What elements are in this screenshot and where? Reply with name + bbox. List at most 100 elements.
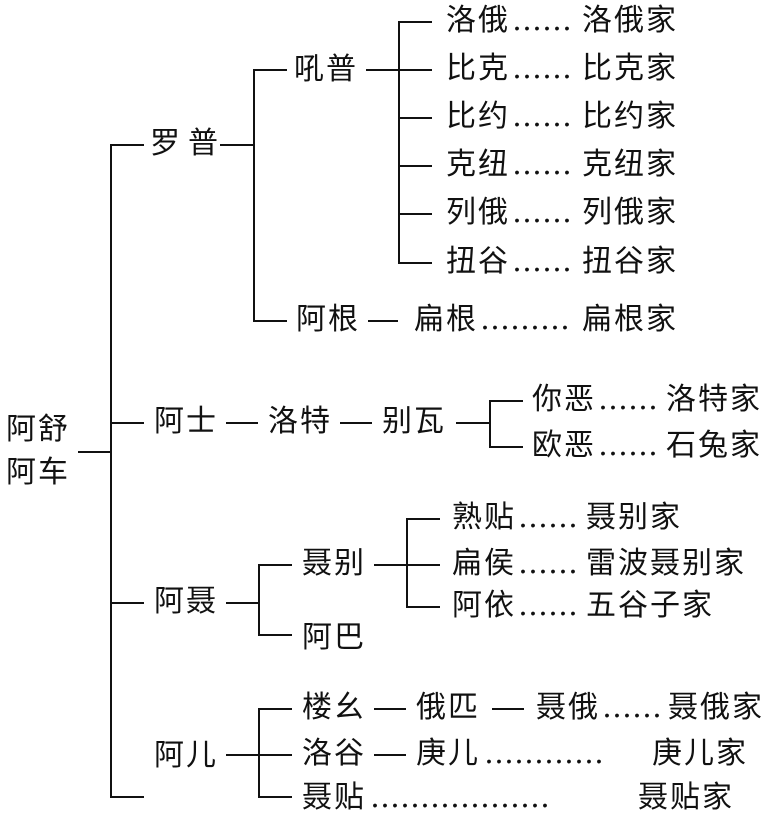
branch-connector-aer <box>110 796 144 798</box>
aer-item-clan: 聂贴家 <box>638 780 734 815</box>
luopu-vertical <box>253 69 255 322</box>
aer-item-dots: ……………… <box>370 780 550 815</box>
niebie-item-name: 熟贴 <box>452 500 516 535</box>
anie-out <box>226 602 259 604</box>
agen-in <box>253 320 287 322</box>
branch-connector-anie <box>110 602 144 604</box>
root-name-line1: 阿舒 <box>6 412 70 447</box>
houpu-item-connector <box>398 117 432 119</box>
branch-connector-ashi <box>110 422 144 424</box>
main-trunk <box>110 144 112 798</box>
houpu-out <box>366 69 399 71</box>
houpu-item-clan: 洛俄家 <box>582 3 678 38</box>
aer-item-clan: 聂俄家 <box>668 690 764 725</box>
houpu-item-name: 比约 <box>446 99 510 134</box>
luopu-out <box>220 144 254 146</box>
niebie-item-name: 扁侯 <box>452 546 516 581</box>
niebie-item-connector <box>406 564 440 566</box>
houpu-item-clan: 列俄家 <box>582 195 678 230</box>
aba-in <box>258 634 292 636</box>
houpu-item-connector <box>398 213 432 215</box>
houpu-item-name: 扭谷 <box>446 244 510 279</box>
biewa-item-clan: 石兔家 <box>666 428 762 463</box>
niebie-item-dots: …… <box>518 500 578 535</box>
houpu-item-connector <box>398 21 432 23</box>
niebie-item-connector <box>406 606 440 608</box>
aer-item-link <box>492 708 524 710</box>
luote-out <box>340 422 372 424</box>
aer-out <box>226 754 259 756</box>
aer-item-name: 洛谷 <box>302 736 366 771</box>
houpu-item-clan: 扭谷家 <box>582 244 678 279</box>
aer-item-name: 聂贴 <box>302 780 366 815</box>
branch-connector-luopu <box>110 144 144 146</box>
aer-item-name: 楼幺 <box>302 690 366 725</box>
aer-item-child: 庚儿 <box>416 736 480 771</box>
houpu-item-connector <box>398 165 432 167</box>
niebie-item-dots: …… <box>518 546 578 581</box>
aer-item-link <box>374 754 406 756</box>
aer-item-grandchild: 聂俄 <box>536 690 600 725</box>
biewa-vertical <box>489 400 491 448</box>
aer-item-dots: ………… <box>484 736 604 771</box>
houpu-item-clan: 克纽家 <box>582 147 678 182</box>
aer-item-clan: 庚儿家 <box>652 736 748 771</box>
node-luopu: 罗普 <box>150 126 226 161</box>
houpu-item-dots: …… <box>512 51 572 86</box>
aer-item-connector <box>258 708 292 710</box>
node-houpu: 吼普 <box>294 52 358 87</box>
node-aer: 阿儿 <box>154 738 218 773</box>
houpu-item-clan: 比约家 <box>582 99 678 134</box>
niebie-item-clan: 聂别家 <box>586 500 682 535</box>
houpu-item-name: 比克 <box>446 51 510 86</box>
biewa-item-name: 欧恶 <box>532 428 596 463</box>
biewa-item-connector <box>489 400 523 402</box>
aer-vertical <box>258 708 260 798</box>
houpu-item-name: 洛俄 <box>446 3 510 38</box>
agen-out <box>368 320 398 322</box>
root-connector <box>78 451 112 453</box>
houpu-vertical <box>398 21 400 264</box>
node-biangen: 扁根 <box>414 302 478 337</box>
houpu-item-dots: …… <box>512 244 572 279</box>
biewa-item-connector <box>489 446 523 448</box>
niebie-vertical <box>406 518 408 606</box>
niebie-item-clan: 雷波聂别家 <box>586 546 746 581</box>
houpu-item-dots: …… <box>512 147 572 182</box>
root-name-line2: 阿车 <box>6 455 70 490</box>
biewa-item-clan: 洛特家 <box>666 382 762 417</box>
houpu-item-dots: …… <box>512 99 572 134</box>
node-luote: 洛特 <box>268 404 332 439</box>
biangen-clan: 扁根家 <box>582 302 678 337</box>
node-aba: 阿巴 <box>302 620 366 655</box>
houpu-item-dots: …… <box>512 3 572 38</box>
aer-item-child: 俄匹 <box>416 690 480 725</box>
houpu-item-name: 列俄 <box>446 195 510 230</box>
houpu-item-clan: 比克家 <box>582 51 678 86</box>
node-ashi: 阿士 <box>154 404 218 439</box>
niebie-out <box>374 564 407 566</box>
niebie-item-name: 阿依 <box>452 588 516 623</box>
houpu-item-name: 克纽 <box>446 147 510 182</box>
houpu-item-connector <box>398 262 432 264</box>
houpu-item-dots: …… <box>512 195 572 230</box>
biewa-item-dots: …… <box>598 428 658 463</box>
niebie-item-connector <box>406 518 440 520</box>
biewa-item-name: 你恶 <box>532 382 596 417</box>
biangen-dots: ……… <box>480 302 570 337</box>
aer-item-connector <box>258 754 292 756</box>
anie-vertical <box>258 564 260 636</box>
node-niebie: 聂别 <box>302 546 366 581</box>
niebie-in <box>258 564 292 566</box>
node-biewa: 别瓦 <box>382 404 446 439</box>
niebie-item-clan: 五谷子家 <box>586 588 714 623</box>
niebie-item-dots: …… <box>518 588 578 623</box>
aer-item-link <box>374 708 406 710</box>
houpu-item-connector <box>398 69 432 71</box>
aer-item-connector <box>258 796 292 798</box>
biewa-item-dots: …… <box>598 382 658 417</box>
node-agen: 阿根 <box>296 302 360 337</box>
houpu-in <box>253 69 287 71</box>
node-anie: 阿聂 <box>154 584 218 619</box>
biewa-out <box>456 422 490 424</box>
